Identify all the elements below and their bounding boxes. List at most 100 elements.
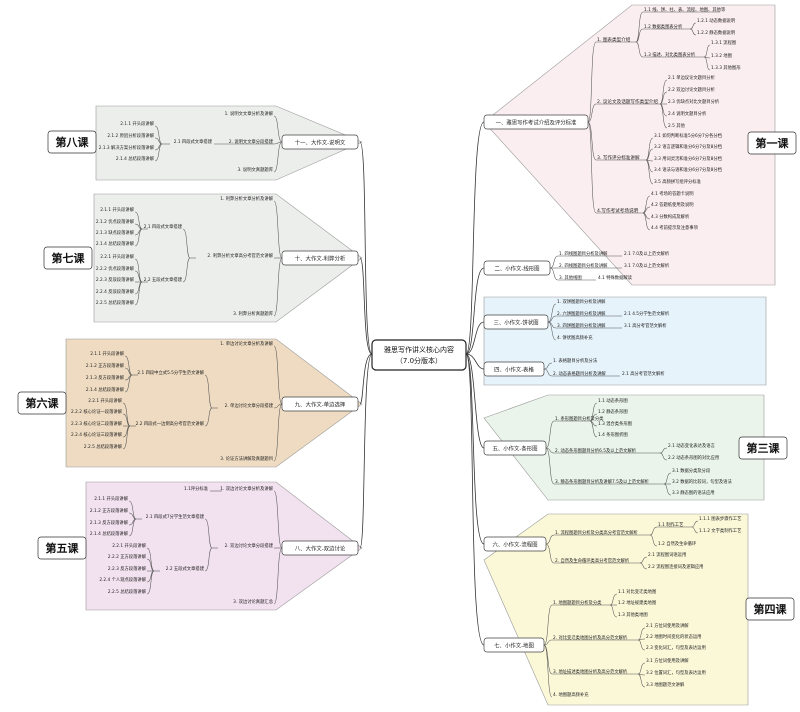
b9-s1: 1. 单边讨论文章分析及讲解 [220,340,273,347]
b1-s1b2: 1.2.2 静态数据说明 [697,29,735,36]
b7-s1a: 1.1 对比变迁类地图 [618,588,656,595]
b7-s1: 1. 地图题题目分析及分类 [553,599,602,606]
lesson-1-label: 第一课 [756,136,790,150]
lesson-3-label: 第三课 [747,441,781,455]
b6-s1a2: 1.1.2 文字类制作工艺 [699,527,741,534]
b9-s2a2: 2.1.2 正方段落讲解 [86,362,125,369]
branch-10: 十、大作文-利弊分析 1. 利弊分析文章分析及讲解 2. 利弊分析文章高分考官范… [96,195,359,317]
region-gray-top [95,105,363,181]
b8-s2b1: 2.2.1 开头段讲解 [112,542,146,549]
region-purple [85,481,363,611]
b10-s3: 3. 利弊分析真题题库 [233,310,274,317]
branch-3: 三、小作文-饼状图 1. 双饼图题目分析及讲解 2. 六饼图题目分析及讲解 2.… [483,298,670,341]
b1-s1c: 1.3 描述、对比类图表分析 [644,51,696,58]
b8-s0: 1.1评分标准 [184,485,209,492]
b7-s2c: 2.3 变化词汇，句型及表达运用 [646,644,706,651]
b1-s4: 4.写作考试考场说明 [597,207,639,214]
b10-s2b4: 2.2.4 反驳段落讲解 [96,288,135,295]
b5-s3b: 3.2 数据的比较词，句型及语法 [672,478,732,485]
b1-s4a: 4.1 考场的答题卡说明 [651,190,694,197]
b9-s2b1: 2.2.1 开头段讲解 [88,397,122,404]
branch-5: 五、小作文-条形图 1. 条形图题目分析及分类 1.1 动态条形图 1.2 静态… [483,397,732,496]
b8-s2b5: 2.2.5 总结段落讲解 [108,588,147,595]
b11-s2a1: 2.1.1 开头段讲解 [120,120,154,127]
b1-s2e: 2.5 其他 [668,122,685,129]
b1-s3b: 3.2 语言逻辑和准分6分7分及8分档 [654,143,722,150]
region-pink [483,4,776,286]
center-node[interactable]: 雅思写作讲义核心内容 （7.0分版本） [371,339,467,371]
lesson-4-label: 第四课 [754,602,788,616]
region-gray-mid [93,193,363,323]
b5-s1d: 1.4 条形图折图 [598,431,628,438]
branch-2-label[interactable]: 二、小作文-线形图 [494,265,539,273]
b3-s2a: 2.1 4.5分学生范文解析 [624,310,670,317]
branch-5-label[interactable]: 五、小作文-条形图 [492,445,537,453]
b6-s1a: 1.1 制作工艺 [658,521,683,528]
b6-s1: 1. 流程图题目分析及分类高分考官范文解析 [555,529,639,536]
b2-s3: 3. 其他线图 [559,274,582,281]
b5-s2b: 2.2 动态条形图的对比应用 [668,454,719,461]
lesson-5-label: 第五课 [46,541,80,555]
b8-s1: 1. 双边讨论文章分析及讲解 [220,485,273,492]
b10-s2b2: 2.2.2 优点段落讲解 [96,265,135,272]
b10-s1: 1. 利弊分析文章分析及讲解 [220,195,273,202]
lesson-6-label: 第六课 [26,396,60,410]
b9-s2b2: 2.2.2 核心论证一段落讲解 [71,408,123,415]
b2-s3a: 4.1 特殊数据解读 [598,274,633,281]
branch-11-label[interactable]: 十一、大作文-说明文 [295,139,346,147]
branch-10-label[interactable]: 十、大作文-利弊分析 [295,255,346,263]
b9-s2b: 2.2 四段式一边倒高分考官范文讲解 [136,420,205,427]
b10-s2a1: 2.1.1 开头段讲解 [100,206,134,213]
b1-s3c: 3.3 用词灵活和准分6分7分及8分档 [654,155,722,162]
b7-s4: 4. 地图题高频补充 [553,691,589,698]
branch-3-label[interactable]: 三、小作文-饼状图 [493,319,538,327]
b8-s2a2: 2.1.2 正方段落讲解 [90,507,129,514]
b4-s1: 1. 表格题目分析及分法 [553,357,598,364]
b1-s1c1: 1.3.1 流程图 [711,39,736,46]
branch-7-label[interactable]: 七、小作文-地图 [494,642,534,650]
b5-s1a: 1.1 动态条形图 [598,397,628,404]
b1-s1b: 1.2 数据类图表分析 [644,23,683,30]
b1-s2b: 2.2 双边讨论文题目分析 [668,86,716,93]
b7-s3a: 3.1 方位词使用及讲解 [646,657,689,664]
b1-s1c2: 1.3.2 地图 [711,52,732,59]
branch-2: 二、小作文-线形图 1. 四线图题目分析及讲解 2.1 7.0及以上范文解析 2… [483,250,670,281]
branch-8: 八、大作文-双边讨论 1. 双边讨论文章分析及讲解 1.1评分标准 2. 双边讨… [90,485,359,605]
branch-8-label[interactable]: 八、大作文-双边讨论 [295,545,346,553]
b11-s2a3: 2.1.3 解决方案分析段落讲解 [99,144,155,151]
b10-s2b5: 2.2.5 总结段落讲解 [96,299,135,306]
b5-s2a: 2.1 动态变化表达及语言 [668,442,716,449]
b9-s2b4: 2.2.4 核心论证三段落讲解 [71,431,123,438]
branch-1-label[interactable]: 一、雅思写作考试介绍及评分标准 [496,119,577,127]
b6-s1b: 1.2 自然及生命循环 [658,540,697,547]
b10-s2a: 2.1 四段式文章搭建 [144,223,183,230]
branch-9: 九、大作文-单边选择 1. 单边讨论文章分析及讲解 2. 单边讨论文章分段搭建 … [71,340,359,462]
b8-s2a3: 2.1.3 反方段落讲解 [90,519,129,526]
b7-s1c: 1.3 其他类地图 [618,611,648,618]
b10-s2a3: 2.1.3 缺点段落讲解 [96,229,135,236]
b7-s3b: 3.2 位置词汇，句型及表达运用 [646,669,706,676]
b7-s2: 2. 对比变迁类地图分析及高分范文解析 [553,634,628,641]
b1-s2: 2. 议论文及话题写作类型介绍 [597,98,658,105]
b6-s1a1: 1.1.1 图表步骤作工艺 [699,515,741,522]
b8-s2a4: 2.1.4 总结段落讲解 [90,530,129,537]
b1-s1b1: 1.2.1 动态数据说明 [697,17,735,24]
b9-s2a4: 2.1.4 总结段落讲解 [86,386,125,393]
b6-s2: 2. 自然及生命循环类高分考官范文解析 [555,557,630,564]
b9-s2a: 2.1 四段中立式5.5分学生范文讲解 [137,369,204,376]
b1-s2c: 2.3 优缺点对比文题目分析 [668,98,720,105]
b10-s2b: 2.2 五段式文章搭建 [144,276,183,283]
branch-1: 一、雅思写作考试介绍及评分标准 1. 图表类型介绍 1.1 线、饼、柱、表、流程… [483,6,741,231]
b10-s2a2: 2.1.2 优点段落讲解 [96,218,135,225]
b1-s3d: 3.4 语法与语和准分6分7分及8分档 [654,166,722,173]
b7-s2a: 2.1 方位词使用及讲解 [646,622,689,629]
b9-s2a3: 2.1.3 反方段落讲解 [86,374,125,381]
trunk-connectors [359,121,485,646]
b8-s2b3: 2.2.3 反方段落讲解 [108,565,147,572]
branch-6-label[interactable]: 六、小作文-流程图 [492,541,537,549]
branch-4-label[interactable]: 四、小作文-表格 [494,366,534,374]
b11-s3: 3. 说明文真题题库 [237,166,273,173]
b6-s2a: 2.1 流程图词语运用 [648,551,686,558]
branch-9-label[interactable]: 九、大作文-单边选择 [295,401,346,409]
